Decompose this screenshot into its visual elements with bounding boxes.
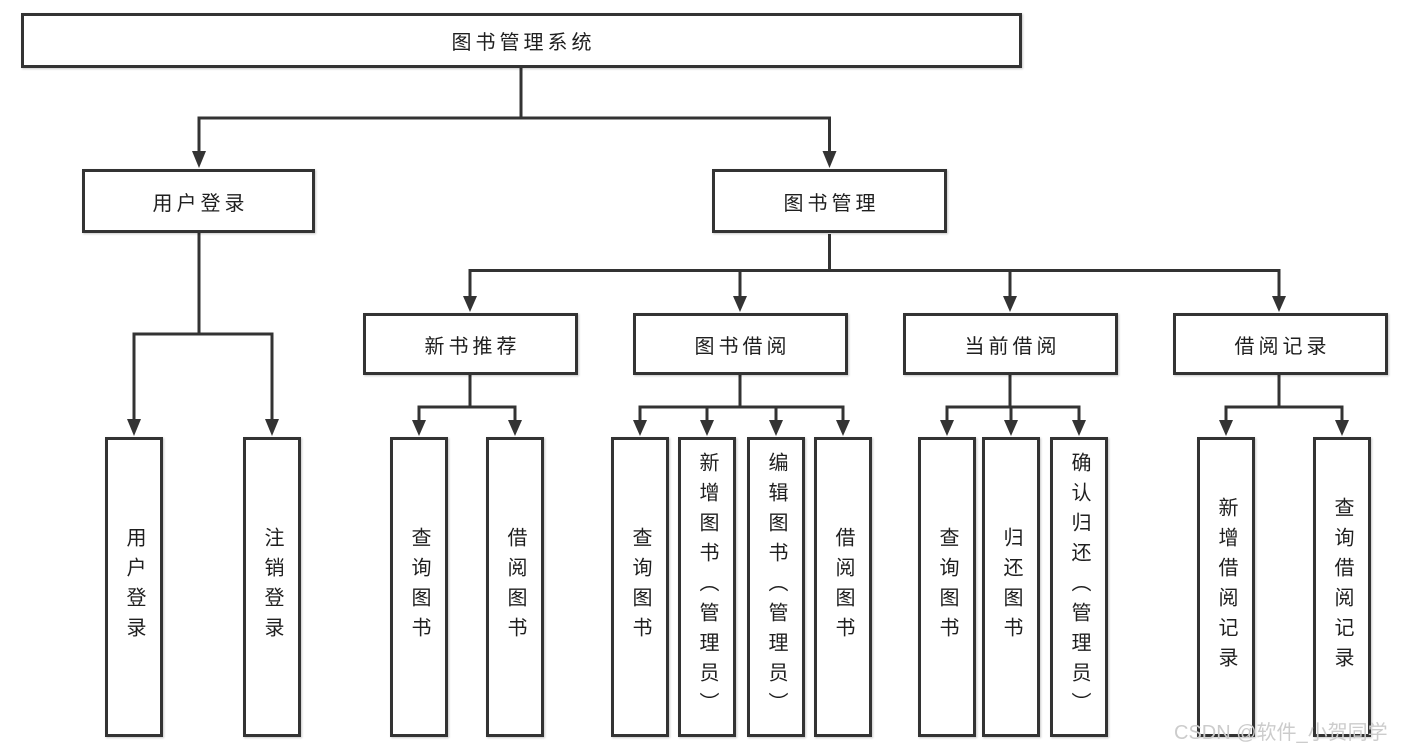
arrow-down-icon: [1272, 296, 1286, 312]
leaf-return-book-label: 归还图书: [1000, 527, 1022, 647]
node-book-borrow-label: 图书借阅: [694, 335, 791, 358]
leaf-user-login: 用户登录: [105, 437, 163, 737]
node-borrow-records-label: 借阅记录: [1234, 335, 1331, 358]
leaf-query-books-rec: 查询图书: [390, 437, 448, 737]
arrow-down-icon: [836, 420, 850, 436]
arrow-down-icon: [700, 420, 714, 436]
leaf-confirm-return-admin: 确认归还（管理员）: [1050, 437, 1108, 737]
node-user-login-label: 用户登录: [152, 192, 249, 215]
leaf-borrow-books-rec: 借阅图书: [486, 437, 544, 737]
node-user-login: 用户登录: [82, 169, 315, 233]
leaf-user-login-label: 用户登录: [123, 527, 145, 647]
arrow-down-icon: [1004, 420, 1018, 436]
node-current-borrow: 当前借阅: [903, 313, 1118, 375]
leaf-borrow-books-label: 借阅图书: [832, 527, 854, 647]
leaf-borrow-books-rec-label: 借阅图书: [504, 527, 526, 647]
leaf-logout: 注销登录: [243, 437, 301, 737]
leaf-return-book: 归还图书: [982, 437, 1040, 737]
arrow-down-icon: [127, 419, 141, 436]
arrow-down-icon: [265, 419, 279, 436]
node-current-borrow-label: 当前借阅: [964, 335, 1061, 358]
arrow-down-icon: [822, 151, 837, 168]
leaf-query-books-current-label: 查询图书: [936, 527, 958, 647]
leaf-confirm-return-admin-label: 确认归还（管理员）: [1068, 452, 1090, 722]
leaf-borrow-books: 借阅图书: [814, 437, 872, 737]
node-root: 图书管理系统: [21, 13, 1022, 68]
leaf-query-books-borrow: 查询图书: [611, 437, 669, 737]
node-book-mgmt: 图书管理: [712, 169, 947, 233]
arrow-down-icon: [733, 296, 747, 312]
arrow-down-icon: [412, 420, 426, 436]
arrow-down-icon: [940, 420, 954, 436]
arrow-down-icon: [769, 420, 783, 436]
leaf-query-borrow-record-label: 查询借阅记录: [1331, 497, 1353, 677]
node-new-book-rec: 新书推荐: [363, 313, 578, 375]
node-book-mgmt-label: 图书管理: [783, 192, 880, 215]
leaf-edit-book-admin: 编辑图书（管理员）: [747, 437, 805, 737]
node-new-book-rec-label: 新书推荐: [424, 335, 521, 358]
arrow-down-icon: [463, 296, 477, 312]
leaf-add-book-admin-label: 新增图书（管理员）: [696, 452, 718, 722]
leaf-add-borrow-record-label: 新增借阅记录: [1215, 497, 1237, 677]
node-book-borrow: 图书借阅: [633, 313, 848, 375]
leaf-add-borrow-record: 新增借阅记录: [1197, 437, 1255, 737]
arrow-down-icon: [508, 420, 522, 436]
arrow-down-icon: [192, 151, 206, 168]
leaf-query-books-current: 查询图书: [918, 437, 976, 737]
arrow-down-icon: [1003, 296, 1017, 312]
arrow-down-icon: [1335, 420, 1349, 436]
node-root-label: 图书管理系统: [451, 32, 596, 54]
node-borrow-records: 借阅记录: [1173, 313, 1388, 375]
leaf-logout-label: 注销登录: [261, 527, 283, 647]
leaf-query-books-borrow-label: 查询图书: [629, 527, 651, 647]
arrow-down-icon: [633, 420, 647, 436]
arrow-down-icon: [1219, 420, 1233, 436]
watermark: CSDN @软件_小贺同学: [1174, 722, 1388, 744]
leaf-edit-book-admin-label: 编辑图书（管理员）: [765, 452, 787, 722]
leaf-query-books-rec-label: 查询图书: [408, 527, 430, 647]
arrow-down-icon: [1072, 420, 1086, 436]
leaf-add-book-admin: 新增图书（管理员）: [678, 437, 736, 737]
leaf-query-borrow-record: 查询借阅记录: [1313, 437, 1371, 737]
